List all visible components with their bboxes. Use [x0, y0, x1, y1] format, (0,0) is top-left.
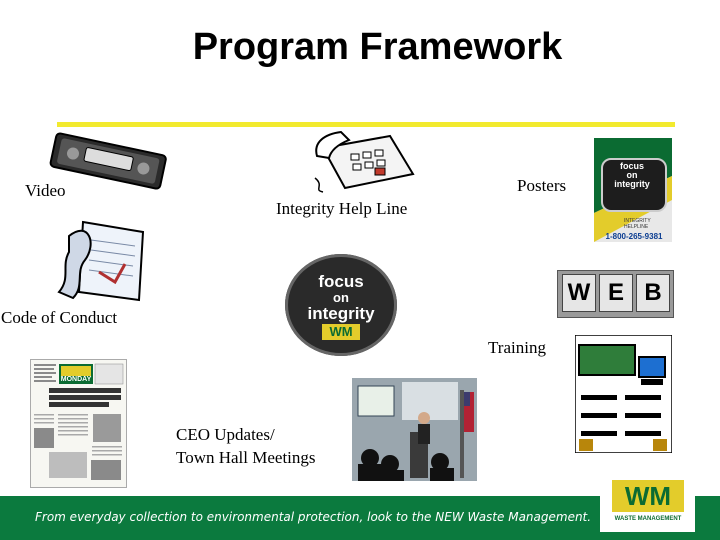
town-hall-scene: [352, 378, 477, 481]
ceo-updates-line1: CEO Updates/: [176, 425, 275, 444]
footer-logo-sub: WASTE MANAGEMENT: [614, 516, 682, 522]
logo-wm-mark: WM: [322, 324, 360, 340]
posters-label: Posters: [517, 176, 567, 195]
title-underline: [57, 122, 675, 127]
vhs-cassette-icon: [49, 132, 167, 190]
ceo-updates-line2: Town Hall Meetings: [176, 448, 316, 467]
poster-helpline-number: 1-800-265-9381: [605, 232, 663, 241]
code-of-conduct-label: Code of Conduct: [1, 308, 118, 327]
logo-text: focus on integrity: [285, 272, 397, 323]
document-stack-icon: [57, 220, 145, 302]
logo-line1: focus: [318, 272, 364, 291]
poster-brand-line1: focus: [619, 161, 644, 171]
poster-brand: focus on integrity: [604, 162, 660, 189]
logo-line2: on: [333, 290, 349, 305]
help-line-label: Integrity Help Line: [276, 199, 408, 218]
footer-tagline: From everyday collection to environmenta…: [35, 510, 592, 524]
classroom-icon: [575, 335, 672, 453]
footer-logo: WM WASTE MANAGEMENT: [600, 470, 695, 532]
poster-brand-line3: integrity: [614, 179, 650, 189]
slide-title: Program Framework: [192, 26, 563, 68]
training-label: Training: [488, 338, 546, 357]
town-hall-photo: [352, 378, 477, 481]
key-b: B: [636, 274, 670, 312]
logo-line3: integrity: [307, 304, 375, 323]
footer-logo-mark: WM: [612, 480, 684, 512]
poster-helpline-label: INTEGRITY HELPLINE: [624, 218, 651, 230]
newsletter-image: MONDAY: [30, 359, 127, 488]
poster-logo: [601, 158, 667, 212]
newsletter-masthead: MONDAY: [60, 376, 92, 383]
ceo-updates-label: CEO Updates/ Town Hall Meetings: [176, 423, 316, 469]
video-label: Video: [25, 181, 66, 200]
telephone-icon: [314, 130, 415, 193]
key-w: W: [562, 274, 596, 312]
poster-brand-line2: on: [626, 170, 638, 180]
key-e: E: [599, 274, 633, 312]
newsletter-page: [34, 363, 124, 480]
poster-image: focus on integrity INTEGRITY HELPLINE 1-…: [594, 138, 672, 242]
